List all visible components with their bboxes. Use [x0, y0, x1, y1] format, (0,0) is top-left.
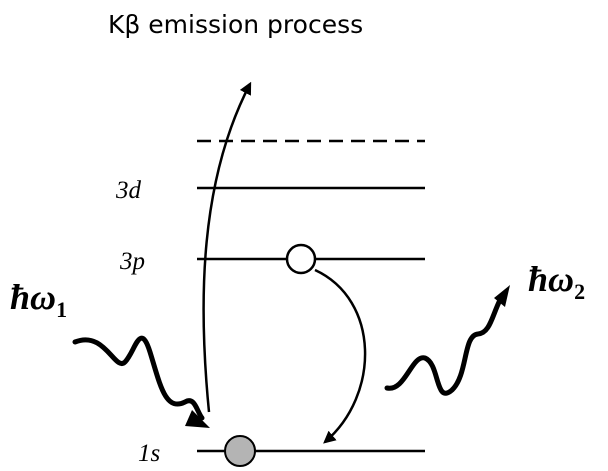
level-3d-label: 3d — [115, 177, 142, 204]
incoming-photon-label: ħω1 — [10, 277, 67, 322]
incoming-photon-symbol: ħω — [10, 277, 56, 317]
outgoing-photon-subscript: 2 — [574, 279, 585, 304]
ionization-arrow — [202, 81, 252, 413]
outgoing-photon-arrowhead — [494, 285, 510, 307]
hole-3p — [285, 243, 317, 275]
outgoing-photon-label: ħω2 — [528, 259, 585, 304]
outgoing-photon-wave — [384, 297, 503, 396]
diagram-title: Kβ emission process — [108, 10, 363, 39]
incoming-photon-subscript: 1 — [56, 297, 67, 322]
electron-1s — [224, 435, 256, 467]
decay-arrow — [314, 268, 367, 444]
incoming-photon-wave — [72, 335, 205, 421]
incoming-photon-arrowhead — [185, 410, 210, 428]
level-1s-label: 1s — [138, 440, 160, 467]
outgoing-photon-symbol: ħω — [528, 259, 574, 299]
level-3p-label: 3p — [119, 248, 145, 275]
